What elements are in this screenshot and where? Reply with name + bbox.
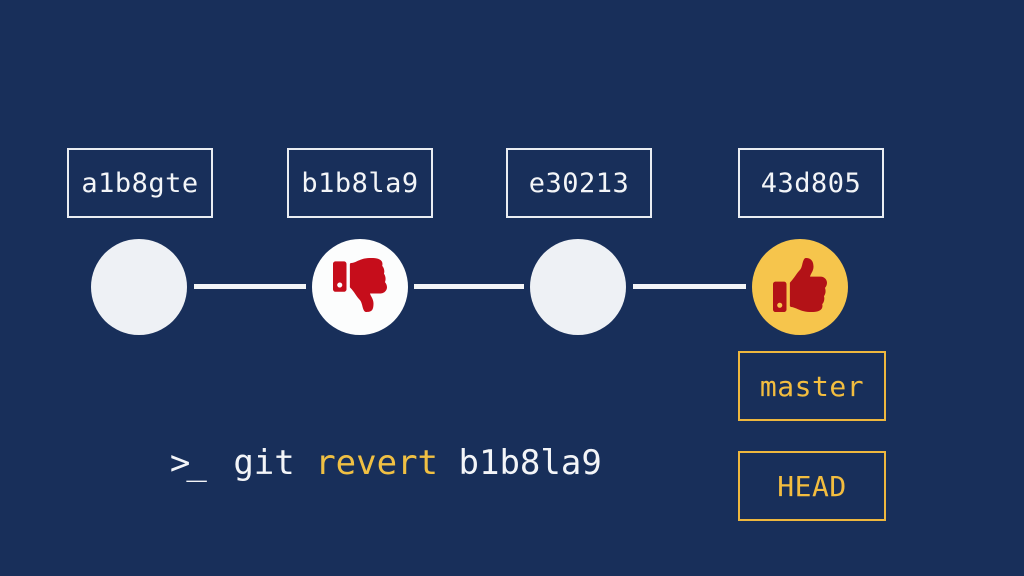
command-revert: revert bbox=[315, 443, 439, 483]
commit-box-a1b8gte: a1b8gte bbox=[67, 148, 213, 218]
command-argument: b1b8la9 bbox=[438, 443, 602, 483]
commit-hash-label: 43d805 bbox=[760, 167, 862, 199]
commit-box-43d805: 43d805 bbox=[738, 148, 884, 218]
commit-box-b1b8la9: b1b8la9 bbox=[287, 148, 433, 218]
thumbs-up-icon bbox=[773, 258, 827, 316]
command-git: git bbox=[212, 443, 316, 483]
terminal-prompt-icon: >_ bbox=[169, 443, 207, 483]
commit-node-e30213 bbox=[530, 239, 626, 335]
commit-edge bbox=[633, 284, 746, 289]
thumbs-down-icon bbox=[333, 258, 388, 316]
commit-edge bbox=[414, 284, 524, 289]
commit-hash-label: a1b8gte bbox=[81, 167, 199, 199]
ref-box-head: HEAD bbox=[738, 451, 886, 521]
commit-node-a1b8gte bbox=[91, 239, 187, 335]
ref-label: master bbox=[759, 369, 865, 403]
commit-node-b1b8la9 bbox=[312, 239, 408, 335]
commit-hash-label: e30213 bbox=[528, 167, 630, 199]
commit-node-43d805 bbox=[752, 239, 848, 335]
commit-hash-label: b1b8la9 bbox=[301, 167, 419, 199]
terminal-command: >_ git revert b1b8la9 bbox=[88, 403, 602, 523]
ref-box-master: master bbox=[738, 351, 886, 421]
ref-label: HEAD bbox=[777, 469, 847, 503]
commit-box-e30213: e30213 bbox=[506, 148, 652, 218]
commit-edge bbox=[194, 284, 306, 289]
